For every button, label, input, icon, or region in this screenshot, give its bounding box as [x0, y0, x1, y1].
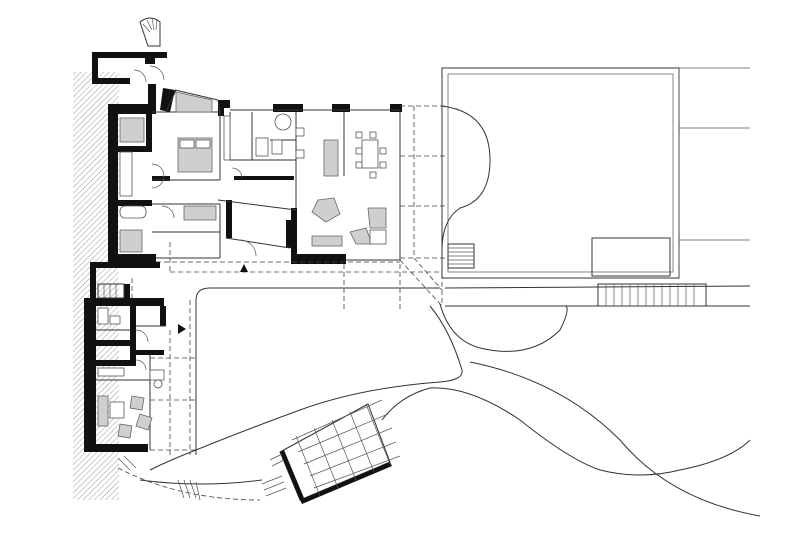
site-paths	[117, 285, 761, 517]
pergola	[279, 399, 401, 504]
lower-wing-walls	[84, 262, 166, 452]
curved-stair-top	[139, 17, 161, 47]
armchair-2	[367, 207, 387, 229]
upper-furniture	[119, 91, 387, 253]
dining-table	[361, 139, 379, 169]
upper-wing-walls	[92, 52, 402, 264]
kitchen-island	[323, 139, 339, 177]
door-swings	[133, 65, 257, 257]
lower-furniture	[96, 283, 166, 450]
lower-sofa	[97, 395, 109, 427]
sofa	[311, 235, 343, 247]
entrance-marker-north	[240, 264, 248, 272]
bathtub	[119, 205, 147, 219]
armchair-1	[311, 197, 341, 223]
entrance-marker-west	[178, 324, 186, 334]
stairs-east	[447, 243, 707, 307]
terrace-pool	[441, 67, 750, 279]
bed-second	[183, 205, 217, 221]
curved-stair-bottom	[117, 453, 287, 501]
